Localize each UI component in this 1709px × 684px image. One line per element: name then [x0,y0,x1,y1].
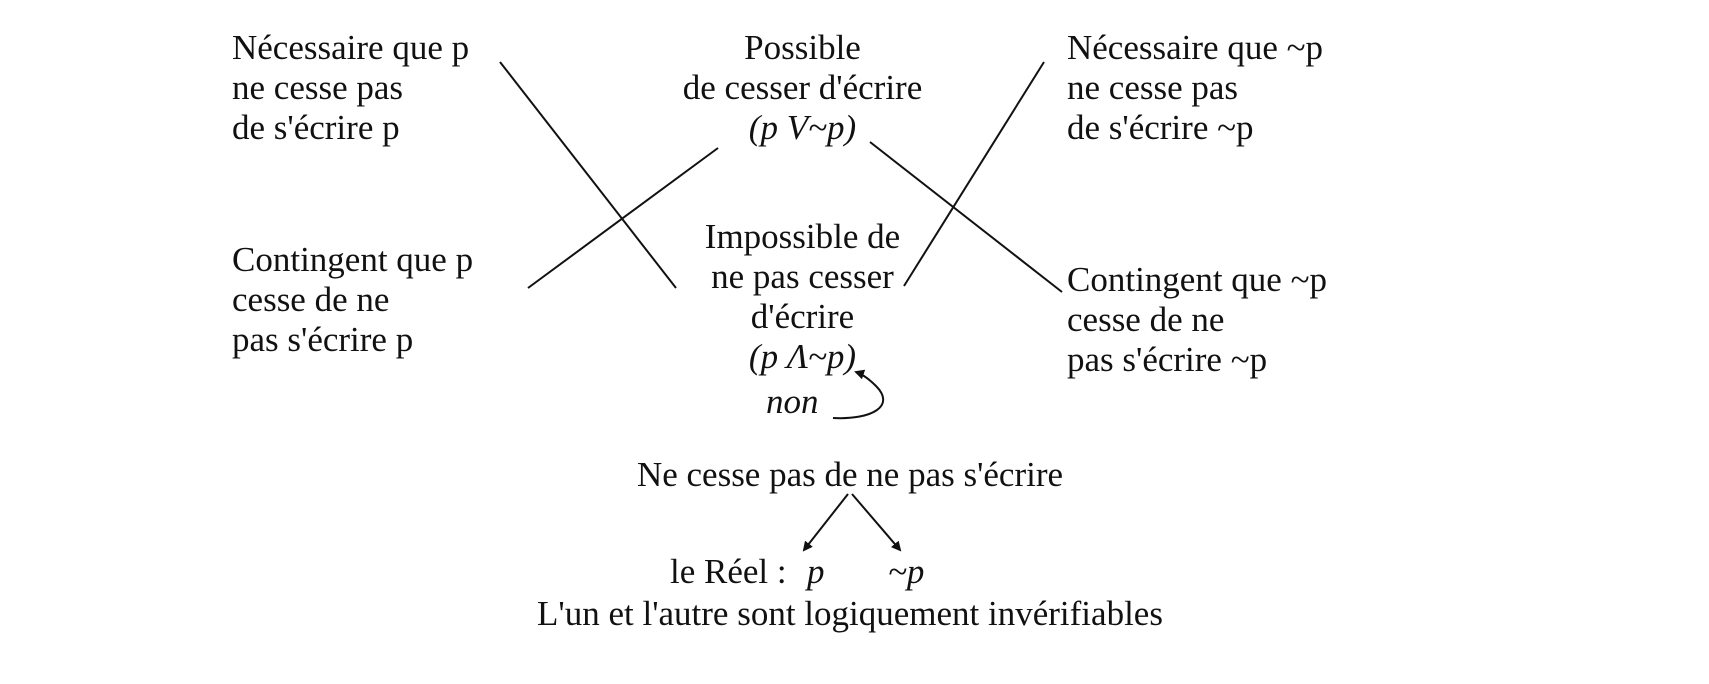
impossible-block: Impossible de ne pas cesser d'écrire (p … [650,217,955,377]
necessary-p-block: Nécessaire que p ne cesse pas de s'écrir… [232,28,469,148]
possible-line-2: de cesser d'écrire [682,68,923,107]
impossible-formula: (p Λ~p) [748,337,857,376]
contingent-not-p-line-2: cesse de ne [1067,300,1225,339]
bottom-title: Ne cesse pas de ne pas s'écrire [636,455,1064,494]
possible-formula: (p V~p) [748,108,857,147]
impossible-line-3: d'écrire [750,297,855,336]
contingent-p-line-3: pas s'écrire p [232,320,414,359]
contingent-p-line-1: Contingent que p [232,240,474,279]
arrow-to-p [802,493,849,552]
possible-line-1: Possible [744,28,861,67]
impossible-line-2: ne pas cesser [711,257,894,296]
contingent-p-line-2: cesse de ne [232,280,390,319]
arrow-to-not-p [851,493,902,552]
necessary-not-p-line-1: Nécessaire que ~p [1067,28,1324,67]
necessary-not-p-block: Nécessaire que ~p ne cesse pas de s'écri… [1067,28,1323,148]
contingent-not-p-block: Contingent que ~p cesse de ne pas s'écri… [1067,260,1327,380]
non-curved-arrow [832,369,884,420]
necessary-not-p-line-3: de s'écrire ~p [1067,108,1254,147]
contingent-not-p-line-3: pas s'écrire ~p [1067,340,1268,379]
necessary-not-p-line-2: ne cesse pas [1067,68,1239,107]
impossible-line-1: Impossible de [704,217,901,256]
contingent-not-p-line-1: Contingent que ~p [1067,260,1328,299]
bottom-note: L'un et l'autre sont logiquement invérif… [537,594,1163,633]
necessary-p-line-1: Nécessaire que p [232,28,470,67]
necessary-p-line-3: de s'écrire p [232,108,400,147]
reel-p: p [807,552,825,591]
possible-block: Possible de cesser d'écrire (p V~p) [640,28,965,148]
necessary-p-line-2: ne cesse pas [232,68,404,107]
contingent-p-block: Contingent que p cesse de ne pas s'écrir… [232,240,473,360]
reel-label: le Réel : [670,552,787,591]
reel-not-p: ~p [888,552,925,591]
non-label: non [766,382,819,421]
